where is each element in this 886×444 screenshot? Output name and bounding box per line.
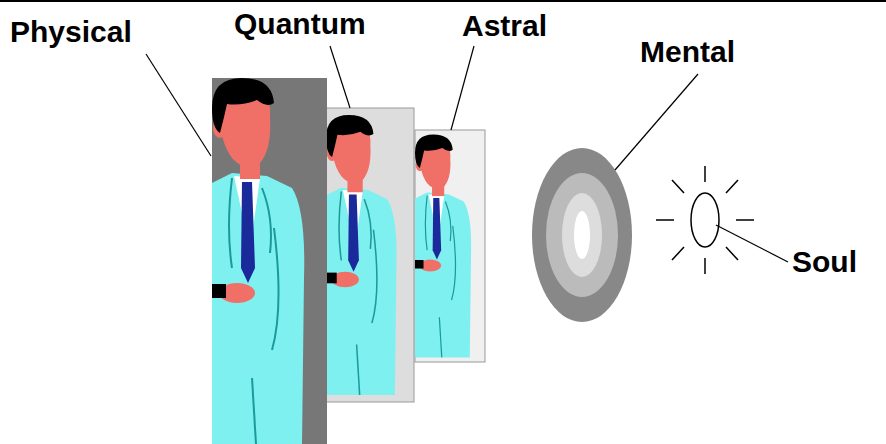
top-rule xyxy=(0,0,886,2)
mental-ring xyxy=(562,193,602,277)
soul-shape xyxy=(691,193,719,247)
layer-label: Physical xyxy=(10,14,132,50)
quantum-figure xyxy=(326,115,397,395)
soul-rays xyxy=(656,166,754,274)
physical-figure xyxy=(212,78,304,444)
layer-label: Soul xyxy=(792,244,857,280)
layer-label: Mental xyxy=(640,34,735,70)
layer-label: Quantum xyxy=(234,6,366,42)
astral-panel xyxy=(415,130,485,362)
astral-figure xyxy=(415,135,471,358)
quantum-panel xyxy=(326,108,414,402)
leader-lines xyxy=(146,46,788,262)
mental-body xyxy=(532,148,632,322)
layer-label: Astral xyxy=(462,8,547,44)
mental-ring xyxy=(546,173,618,297)
mental-core xyxy=(574,211,590,259)
physical-panel xyxy=(212,78,327,444)
